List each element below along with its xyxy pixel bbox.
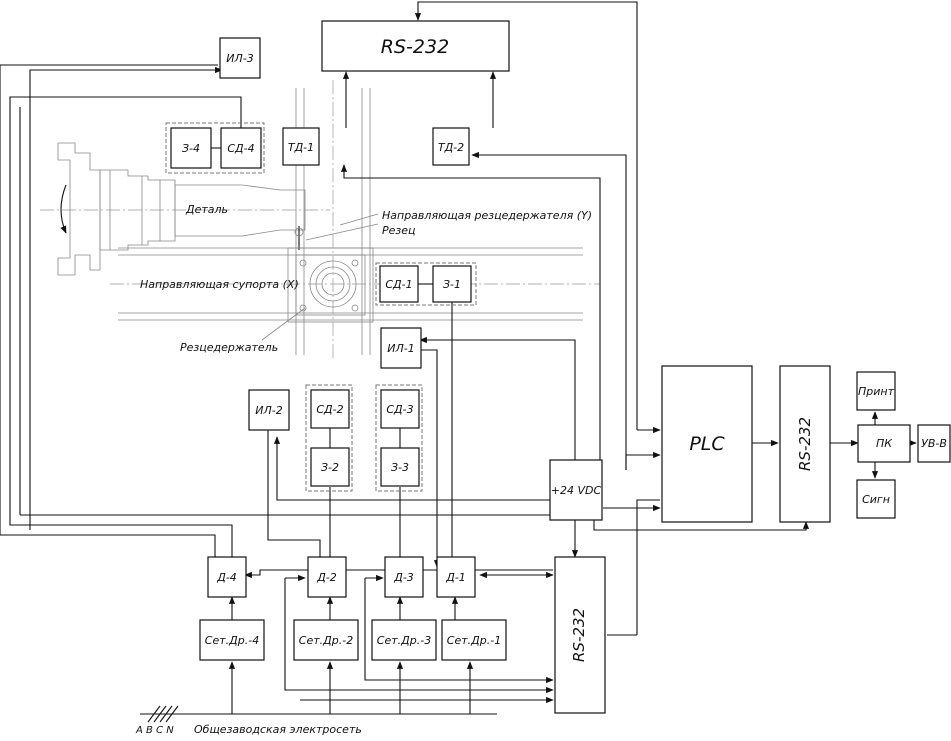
block-rs232-bottom: RS-232 [554,556,606,714]
d3-label: Д-3 [393,571,414,584]
block-z2: З-2 [310,447,350,487]
group-frame-2 [305,384,353,492]
block-psu: +24 VDC [549,459,603,521]
setdr2-label: Сет.Др.-2 [299,634,353,647]
block-d3: Д-3 [384,556,424,598]
d1-label: Д-1 [445,571,466,584]
block-td1: ТД-1 [282,127,320,166]
block-sign: Сигн [856,479,896,519]
pk-label: ПК [876,437,893,450]
setdr3-label: Сет.Др.-3 [377,634,431,647]
rs232-top-label: RS-232 [381,36,449,58]
sd3-label: СД-3 [386,403,413,416]
plc-label: PLC [689,433,725,455]
z1-label: З-1 [443,278,461,291]
block-sd4: СД-4 [220,127,262,169]
il2-label: ИЛ-2 [255,404,282,417]
block-pk: ПК [857,424,911,463]
psu-label: +24 VDC [551,484,602,497]
block-setdr3: Сет.Др.-3 [371,619,437,661]
lathe-drawing [40,80,600,360]
block-z3: З-3 [380,447,420,487]
z2-label: З-2 [321,461,339,474]
block-setdr1: Сет.Др.-1 [441,619,507,661]
td1-label: ТД-1 [288,141,314,154]
block-z1: З-1 [432,265,472,303]
d4-label: Д-4 [216,571,237,584]
td2-label: ТД-2 [438,141,464,154]
z3-label: З-3 [391,461,409,474]
block-il1: ИЛ-1 [380,327,422,369]
block-il3: ИЛ-3 [219,37,261,79]
setdr4-label: Сет.Др.-4 [205,634,259,647]
group-frame-1 [375,262,477,306]
block-td2: ТД-2 [432,127,470,166]
mains-label: Общезаводская электросеть [194,723,362,736]
guide-x-label: Направляющая супорта (X) [140,278,299,291]
wires [0,1,917,723]
block-d4: Д-4 [207,556,247,598]
block-z4: З-4 [170,127,212,169]
uvv-label: УВ-В [921,437,947,450]
z4-label: З-4 [182,142,200,155]
block-print: Принт [856,371,896,411]
group-frame-3 [375,384,423,492]
il3-label: ИЛ-3 [226,52,253,65]
phases-label: A B C N [135,725,174,736]
block-rs232-top: RS-232 [321,20,510,72]
group-frame-4 [165,122,265,174]
block-rs232-mid: RS-232 [779,365,831,523]
rs232-mid-label: RS-232 [796,417,814,471]
block-plc: PLC [661,365,753,523]
d2-label: Д-2 [316,571,337,584]
sd2-label: СД-2 [316,403,343,416]
holder-label: Резцедержатель [180,341,278,354]
block-d2: Д-2 [307,556,347,598]
cutter-label: Резец [382,224,416,237]
block-uvv: УВ-В [917,424,951,463]
block-sd2: СД-2 [310,389,350,429]
sign-label: Сигн [862,493,890,506]
print-label: Принт [858,385,895,398]
block-sd1: СД-1 [379,265,419,303]
block-sd3: СД-3 [380,389,420,429]
guide-y-label: Направляющая резцедержателя (Y) [382,209,592,222]
setdr1-label: Сет.Др.-1 [447,634,501,647]
block-il2: ИЛ-2 [248,389,290,431]
detail-label: Деталь [185,203,228,216]
block-setdr4: Сет.Др.-4 [199,619,265,661]
rs232-bottom-label: RS-232 [570,608,588,662]
il1-label: ИЛ-1 [387,342,414,355]
sd1-label: СД-1 [385,278,412,291]
block-setdr2: Сет.Др.-2 [293,619,359,661]
sd4-label: СД-4 [227,142,254,155]
block-d1: Д-1 [436,556,476,598]
